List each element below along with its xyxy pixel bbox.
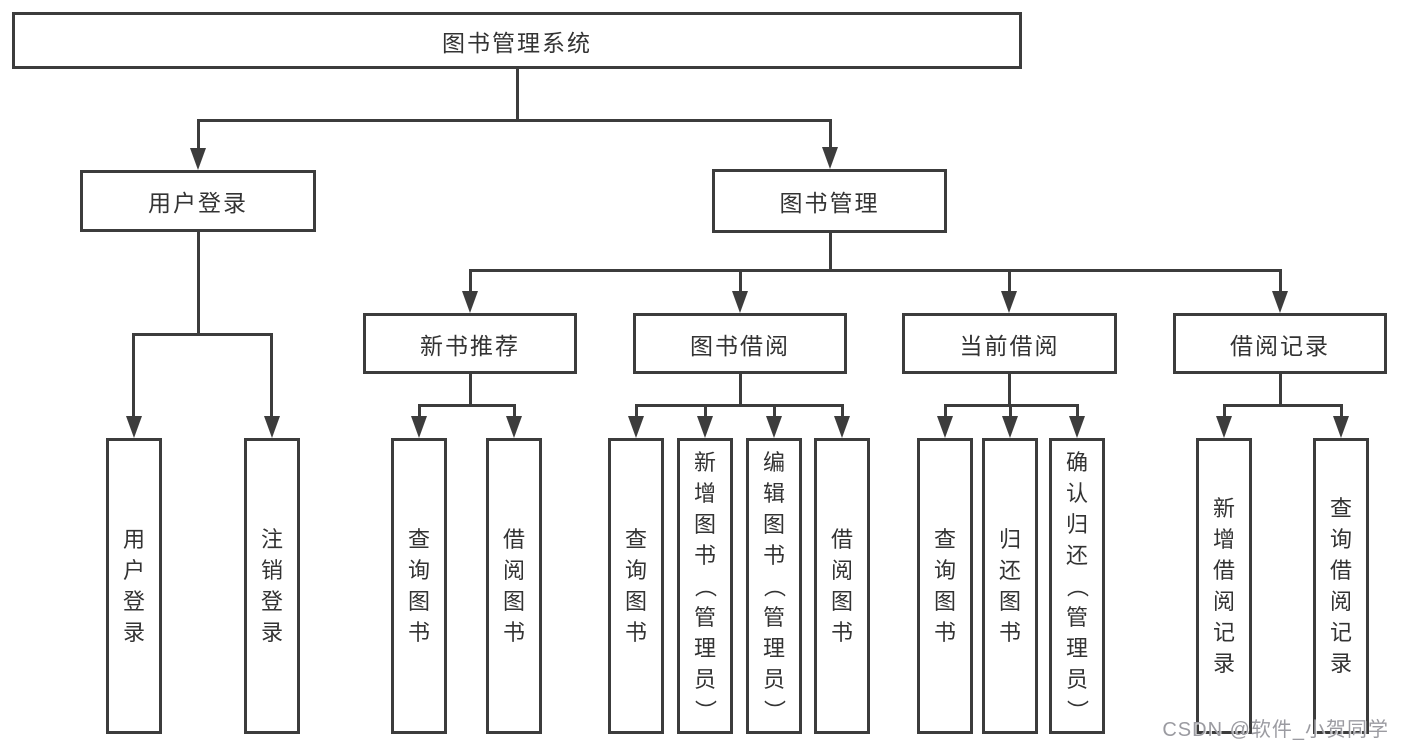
arrow-down-icon: [732, 291, 748, 313]
arrow-down-icon: [628, 416, 644, 438]
arrow-down-icon: [1272, 291, 1288, 313]
connector-borrow-branch: [635, 404, 843, 407]
connector-recommend-stem: [469, 374, 472, 406]
connector-borrow-stem: [739, 374, 742, 406]
leaf-current-query-books-label: 查询图书: [933, 527, 956, 645]
node-current-borrow: 当前借阅: [902, 313, 1117, 374]
node-new-book-recommend: 新书推荐: [363, 313, 577, 374]
leaf-borrow-borrow-books-label: 借阅图书: [830, 527, 853, 645]
leaf-user-login-label: 用户登录: [122, 527, 145, 645]
connector-root-stem: [516, 69, 519, 120]
arrow-down-icon: [506, 416, 522, 438]
leaf-recommend-query-books-label: 查询图书: [407, 527, 430, 645]
connector-drop-leaf: [1340, 404, 1343, 418]
leaf-borrow-borrow-books: 借阅图书: [814, 438, 870, 734]
arrow-down-icon: [462, 291, 478, 313]
connector-drop-leaf: [773, 404, 776, 418]
leaf-records-add-record-label: 新增借阅记录: [1212, 496, 1235, 676]
node-book-management-label: 图书管理: [779, 190, 880, 216]
arrow-down-icon: [1001, 291, 1017, 313]
connector-drop-leaf: [1076, 404, 1079, 418]
csdn-watermark: CSDN @软件_小贺同学: [1162, 719, 1389, 741]
leaf-current-return-books: 归还图书: [982, 438, 1038, 734]
connector-drop-leaf: [841, 404, 844, 418]
leaf-borrow-query-books: 查询图书: [608, 438, 664, 734]
leaf-logout-label: 注销登录: [260, 527, 283, 645]
leaf-current-confirm-return-admin-label: 确认归还（管理员）: [1064, 449, 1090, 722]
connector-drop-leaf: [704, 404, 707, 418]
node-root-label: 图书管理系统: [442, 29, 592, 56]
connector-records-stem: [1279, 374, 1282, 406]
leaf-recommend-query-books: 查询图书: [391, 438, 447, 734]
connector-drop-leaf: [513, 404, 516, 418]
connector-records-branch: [1223, 404, 1342, 407]
leaf-logout: 注销登录: [244, 438, 300, 734]
arrow-down-icon: [264, 416, 280, 438]
arrow-down-icon: [411, 416, 427, 438]
connector-drop-leaf: [944, 404, 947, 418]
arrow-down-icon: [822, 147, 838, 169]
leaf-records-query-record: 查询借阅记录: [1313, 438, 1369, 734]
connector-drop-user-login: [197, 119, 200, 150]
connector-drop-leaf: [1009, 404, 1012, 418]
node-new-book-recommend-label: 新书推荐: [420, 332, 520, 359]
leaf-borrow-query-books-label: 查询图书: [624, 527, 647, 645]
node-root: 图书管理系统: [12, 12, 1022, 69]
node-borrow-records-label: 借阅记录: [1230, 332, 1330, 359]
connector-mgmt-branch: [469, 269, 1282, 272]
leaf-current-confirm-return-admin: 确认归还（管理员）: [1049, 438, 1105, 734]
arrow-down-icon: [834, 416, 850, 438]
leaf-borrow-edit-books-admin: 编辑图书（管理员）: [746, 438, 802, 734]
connector-current-stem: [1008, 374, 1011, 406]
arrow-down-icon: [937, 416, 953, 438]
connector-drop-leaf: [1223, 404, 1226, 418]
arrow-down-icon: [190, 148, 206, 170]
connector-drop-leaf: [635, 404, 638, 418]
connector-drop-book-management: [829, 119, 832, 149]
arrow-down-icon: [1069, 416, 1085, 438]
node-borrow-records: 借阅记录: [1173, 313, 1387, 374]
node-current-borrow-label: 当前借阅: [959, 332, 1060, 359]
arrow-down-icon: [697, 416, 713, 438]
leaf-current-return-books-label: 归还图书: [998, 527, 1021, 645]
leaf-records-add-record: 新增借阅记录: [1196, 438, 1252, 734]
connector-login-branch: [132, 333, 273, 336]
connector-mgmt-stem: [829, 233, 832, 272]
connector-drop-borrow: [739, 269, 742, 294]
leaf-current-query-books: 查询图书: [917, 438, 973, 734]
connector-drop-logout-leaf: [270, 333, 273, 418]
leaf-user-login: 用户登录: [106, 438, 162, 734]
node-book-management: 图书管理: [712, 169, 947, 233]
connector-drop-current: [1008, 269, 1011, 294]
leaf-recommend-borrow-books: 借阅图书: [486, 438, 542, 734]
arrow-down-icon: [1216, 416, 1232, 438]
leaf-recommend-borrow-books-label: 借阅图书: [502, 527, 525, 645]
connector-recommend-branch: [418, 404, 516, 407]
node-user-login-label: 用户登录: [148, 190, 248, 216]
connector-drop-records: [1279, 269, 1282, 294]
leaf-borrow-add-books-admin-label: 新增图书（管理员）: [692, 449, 718, 722]
node-user-login: 用户登录: [80, 170, 316, 232]
connector-login-stem: [197, 232, 200, 335]
connector-drop-recommend: [469, 269, 472, 294]
leaf-borrow-add-books-admin: 新增图书（管理员）: [677, 438, 733, 734]
leaf-records-query-record-label: 查询借阅记录: [1329, 496, 1352, 676]
connector-drop-login-leaf: [132, 333, 135, 418]
connector-root-branch: [197, 119, 832, 122]
arrow-down-icon: [126, 416, 142, 438]
node-book-borrow-label: 图书借阅: [690, 332, 790, 359]
node-book-borrow: 图书借阅: [633, 313, 847, 374]
connector-drop-leaf: [418, 404, 421, 418]
arrow-down-icon: [766, 416, 782, 438]
arrow-down-icon: [1333, 416, 1349, 438]
leaf-borrow-edit-books-admin-label: 编辑图书（管理员）: [761, 449, 787, 722]
arrow-down-icon: [1002, 416, 1018, 438]
